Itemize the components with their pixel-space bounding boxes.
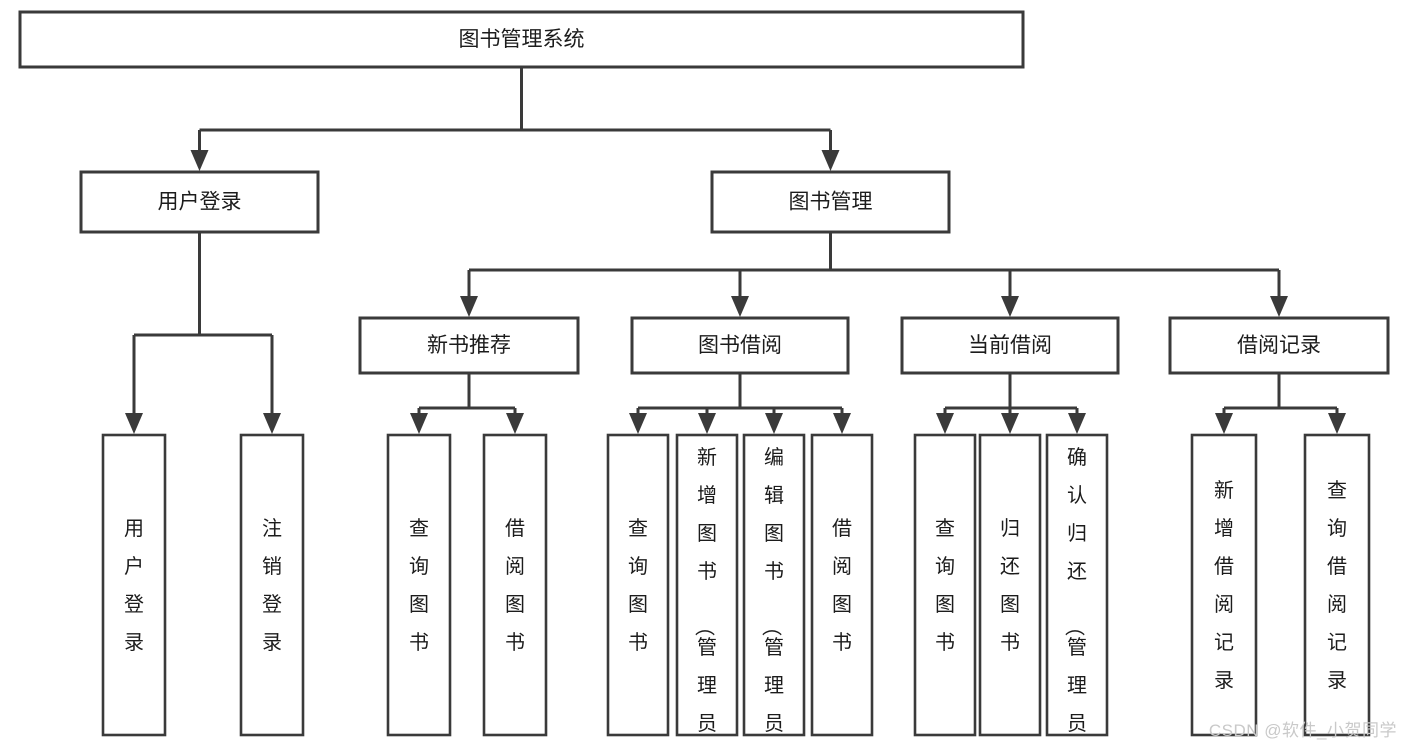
arrow-head-icon <box>1001 296 1019 317</box>
node-label: 图书管理系统 <box>459 28 585 51</box>
node-label: 归还图书 <box>1000 517 1020 654</box>
node-box[interactable] <box>79 170 320 234</box>
node-label: 查询图书 <box>628 517 648 654</box>
arrow-head-icon <box>410 413 428 434</box>
node-label: 注销登录 <box>262 517 282 654</box>
node-label: 新增借阅记录 <box>1214 479 1234 692</box>
arrow-head-icon <box>1001 413 1019 434</box>
node-box[interactable] <box>386 433 452 737</box>
arrow-head-icon <box>506 413 524 434</box>
node-box[interactable] <box>675 433 739 737</box>
watermark-text: CSDN @软件_小贺同学 <box>1208 721 1397 740</box>
connector-group-n_user_login <box>125 232 281 434</box>
node-box[interactable] <box>900 316 1120 375</box>
node-n-borrow[interactable]: 图书借阅 <box>630 316 850 375</box>
node-label: 新书推荐 <box>427 334 511 357</box>
node-n-new-rec[interactable]: 新书推荐 <box>358 316 580 375</box>
node-box[interactable] <box>978 433 1042 737</box>
arrow-head-icon <box>125 413 143 434</box>
arrow-head-icon <box>765 413 783 434</box>
node-box[interactable] <box>1190 433 1258 737</box>
node-n-book-mgmt[interactable]: 图书管理 <box>710 170 951 234</box>
node-box[interactable] <box>913 433 977 737</box>
connector-group-n_records <box>1215 373 1346 434</box>
connector-group-n_borrow <box>629 373 851 434</box>
node-l-bor-add[interactable]: 新增图书（管理员） <box>675 433 739 747</box>
node-label: 查询借阅记录 <box>1327 479 1347 692</box>
node-box[interactable] <box>358 316 580 375</box>
node-label: 用户登录 <box>124 518 144 654</box>
arrow-head-icon <box>821 150 840 171</box>
node-box[interactable] <box>1168 316 1390 375</box>
node-l-rcd-query[interactable]: 查询借阅记录 <box>1303 433 1371 737</box>
node-label: 图书借阅 <box>698 334 782 357</box>
node-root[interactable]: 图书管理系统 <box>18 10 1025 69</box>
node-layer: 图书管理系统用户登录图书管理新书推荐图书借阅当前借阅借阅记录用户登录注销登录查询… <box>18 10 1390 747</box>
node-l-rec-query[interactable]: 查询图书 <box>386 433 452 737</box>
node-l-user-login[interactable]: 用户登录 <box>101 433 167 737</box>
arrow-head-icon <box>698 413 716 434</box>
node-box[interactable] <box>1303 433 1371 737</box>
connector-group-n_book_mgmt <box>460 232 1288 317</box>
arrow-head-icon <box>263 413 281 434</box>
node-box[interactable] <box>742 433 806 737</box>
node-box[interactable] <box>630 316 850 375</box>
connector-group-root <box>190 67 840 171</box>
node-box[interactable] <box>606 433 670 737</box>
arrow-head-icon <box>1328 413 1346 434</box>
node-l-bor-lend[interactable]: 借阅图书 <box>810 433 874 737</box>
connector-layer <box>125 67 1346 434</box>
node-l-bor-edit[interactable]: 编辑图书（管理员） <box>742 433 806 747</box>
node-box[interactable] <box>239 433 305 737</box>
node-l-rec-borrow[interactable]: 借阅图书 <box>482 433 548 737</box>
node-label: 借阅图书 <box>505 517 525 654</box>
node-l-rcd-add[interactable]: 新增借阅记录 <box>1190 433 1258 737</box>
node-box[interactable] <box>810 433 874 737</box>
node-label: 图书管理 <box>789 191 873 214</box>
node-box[interactable] <box>18 10 1025 69</box>
arrow-head-icon <box>731 296 749 317</box>
node-l-cur-return[interactable]: 归还图书 <box>978 433 1042 737</box>
arrow-head-icon <box>460 296 478 317</box>
arrow-head-icon <box>629 413 647 434</box>
node-l-user-logout[interactable]: 注销登录 <box>239 433 305 737</box>
node-l-cur-query[interactable]: 查询图书 <box>913 433 977 737</box>
node-box[interactable] <box>1045 433 1109 737</box>
node-label: 编辑图书（管理员） <box>759 446 784 747</box>
node-n-current[interactable]: 当前借阅 <box>900 316 1120 375</box>
node-box[interactable] <box>482 433 548 737</box>
node-n-user-login[interactable]: 用户登录 <box>79 170 320 234</box>
arrow-head-icon <box>833 413 851 434</box>
node-label: 确认归还（管理员） <box>1062 446 1087 747</box>
connector-group-n_current <box>936 373 1086 434</box>
connector-group-n_new_rec <box>410 373 524 434</box>
node-l-cur-confirm[interactable]: 确认归还（管理员） <box>1045 433 1109 747</box>
arrow-head-icon <box>1068 413 1086 434</box>
arrow-head-icon <box>190 150 209 171</box>
node-label: 新增图书（管理员） <box>692 446 717 747</box>
node-label: 查询图书 <box>409 517 429 654</box>
node-label: 借阅图书 <box>832 517 852 654</box>
node-n-records[interactable]: 借阅记录 <box>1168 316 1390 375</box>
node-box[interactable] <box>710 170 951 234</box>
node-label: 用户登录 <box>158 191 242 214</box>
node-label: 借阅记录 <box>1237 334 1321 357</box>
node-label: 查询图书 <box>935 517 955 654</box>
node-box[interactable] <box>101 433 167 737</box>
node-l-bor-query[interactable]: 查询图书 <box>606 433 670 737</box>
arrow-head-icon <box>1215 413 1233 434</box>
arrow-head-icon <box>1270 296 1288 317</box>
node-label: 当前借阅 <box>968 334 1052 357</box>
arrow-head-icon <box>936 413 954 434</box>
